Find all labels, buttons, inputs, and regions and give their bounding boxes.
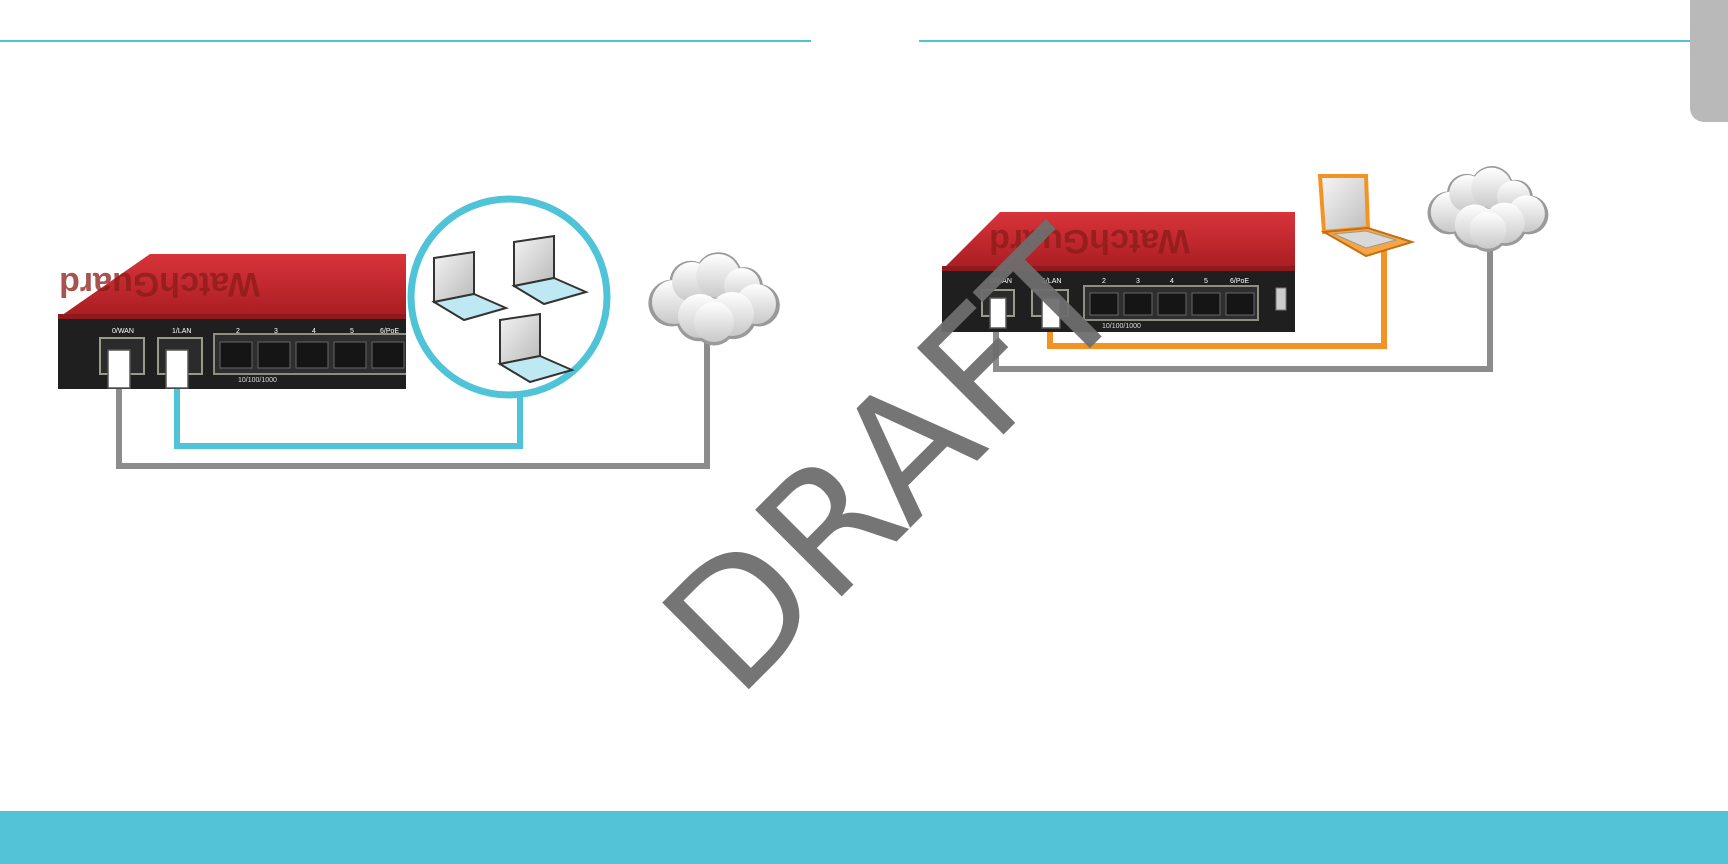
lan-cable-left <box>174 378 523 449</box>
port-label-lan-left: 1/LAN <box>172 328 191 335</box>
wan-cable-left <box>116 335 710 469</box>
wan-cable-right <box>993 245 1493 372</box>
firebox-device-left: WatchGuard 0/WAN 1/LAN 2 3 4 5 6/PoE 10/… <box>58 254 406 389</box>
side-tab[interactable] <box>1690 0 1728 122</box>
port-label-4-right: 4 <box>1170 278 1174 285</box>
speed-label-right: 10/100/1000 <box>1102 323 1141 330</box>
internet-cloud-icon <box>648 252 780 346</box>
lan-clients-circle <box>407 195 611 399</box>
port-label-wan-left: 0/WAN <box>112 328 134 335</box>
laptop-icon <box>497 312 575 384</box>
port-label-3-left: 3 <box>274 328 278 335</box>
header-rule-left <box>0 40 811 42</box>
speed-label-left: 10/100/1000 <box>238 377 277 384</box>
port-label-wan-right: 0/WAN <box>990 278 1012 285</box>
laptop-icon <box>511 234 589 306</box>
footer-band <box>0 811 1728 864</box>
port-label-2-left: 2 <box>236 328 240 335</box>
device-brand-right: WatchGuard <box>989 222 1190 260</box>
header-rule-right <box>919 40 1691 42</box>
port-label-5-left: 5 <box>350 328 354 335</box>
port-label-2-right: 2 <box>1102 278 1106 285</box>
port-label-lan-right: 1/LAN <box>1042 278 1061 285</box>
laptop-icon <box>431 250 509 322</box>
port-label-6-left: 6/PoE <box>380 328 399 335</box>
port-label-6-right: 6/PoE <box>1230 278 1249 285</box>
port-label-5-right: 5 <box>1204 278 1208 285</box>
device-brand-left: WatchGuard <box>59 265 260 303</box>
laptop-icon <box>1317 174 1416 258</box>
internet-cloud-icon <box>1427 166 1549 252</box>
port-label-3-right: 3 <box>1136 278 1140 285</box>
firebox-device-right: WatchGuard 0/WAN 1/LAN 2 3 4 5 6/PoE 10/… <box>942 212 1295 332</box>
port-label-4-left: 4 <box>312 328 316 335</box>
